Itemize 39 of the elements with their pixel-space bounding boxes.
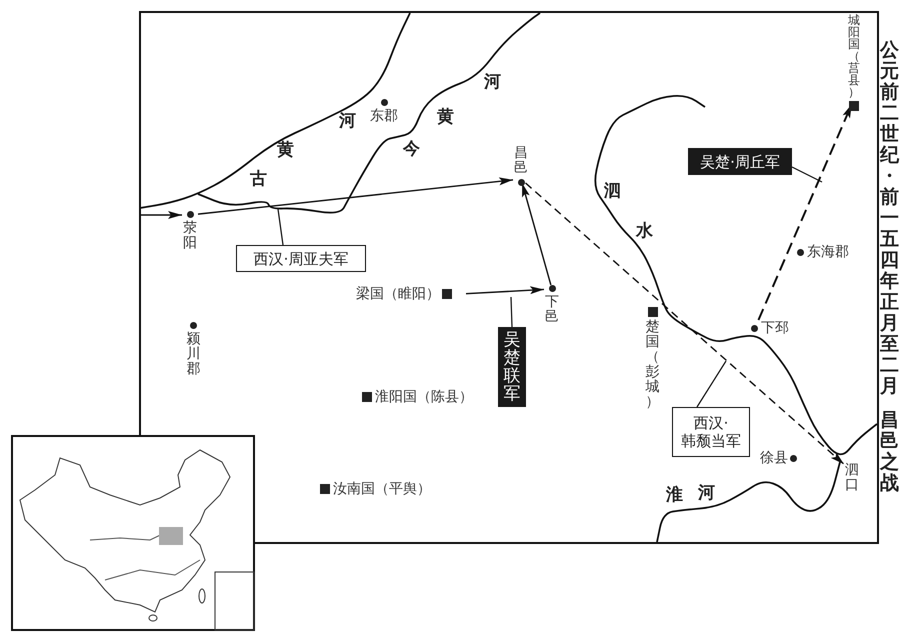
place-name: 东郡 [370, 109, 398, 124]
arrow [198, 177, 514, 215]
map-title: 昌邑之战 [880, 410, 899, 494]
leader-line [277, 208, 284, 246]
date-text: 公元前二世纪·前一五四年正月至二月 [880, 40, 899, 397]
place-name: 东海郡 [807, 244, 849, 260]
callout-box: 吴楚联军 [498, 327, 526, 407]
river-name: 河 [484, 73, 501, 91]
callout-box: 吴楚·周丘军 [688, 148, 792, 175]
place-name: 颍川郡 [186, 332, 200, 377]
place-name: 下邑 [545, 295, 559, 325]
place-name: 城阳国（莒县） [848, 14, 860, 98]
place-name: 梁国（睢阳） [356, 286, 440, 302]
river-name: 泗 [604, 182, 621, 200]
arrow [466, 286, 544, 294]
place-name: 昌邑 [514, 146, 528, 176]
place-name: 淮阳国（陈县） [375, 390, 473, 404]
arrow [521, 182, 552, 286]
leader-line [792, 166, 822, 183]
river-name: 今 [403, 140, 420, 158]
leader-line [510, 296, 513, 328]
place-name: 下邳 [761, 320, 789, 336]
river-name: 水 [636, 222, 653, 240]
river-name: 古 [250, 170, 267, 188]
arrow [525, 182, 844, 465]
river-name: 淮 [666, 486, 683, 504]
place-name: 楚国（彭城） [646, 320, 660, 410]
river-name: 河 [339, 112, 356, 130]
river-name: 黄 [277, 141, 294, 159]
leader-line [696, 360, 726, 408]
river-name: 黄 [437, 108, 454, 126]
place-name: 泗口 [845, 463, 859, 493]
callout-box: 西汉·韩颓当军 [672, 407, 750, 457]
arrow [141, 211, 182, 219]
place-name: 荥阳 [183, 221, 197, 251]
place-name: 徐县 [760, 450, 788, 466]
river-name: 河 [698, 484, 715, 502]
place-name: 汝南国（平舆） [333, 482, 431, 496]
callout-box: 西汉·周亚夫军 [236, 245, 366, 272]
